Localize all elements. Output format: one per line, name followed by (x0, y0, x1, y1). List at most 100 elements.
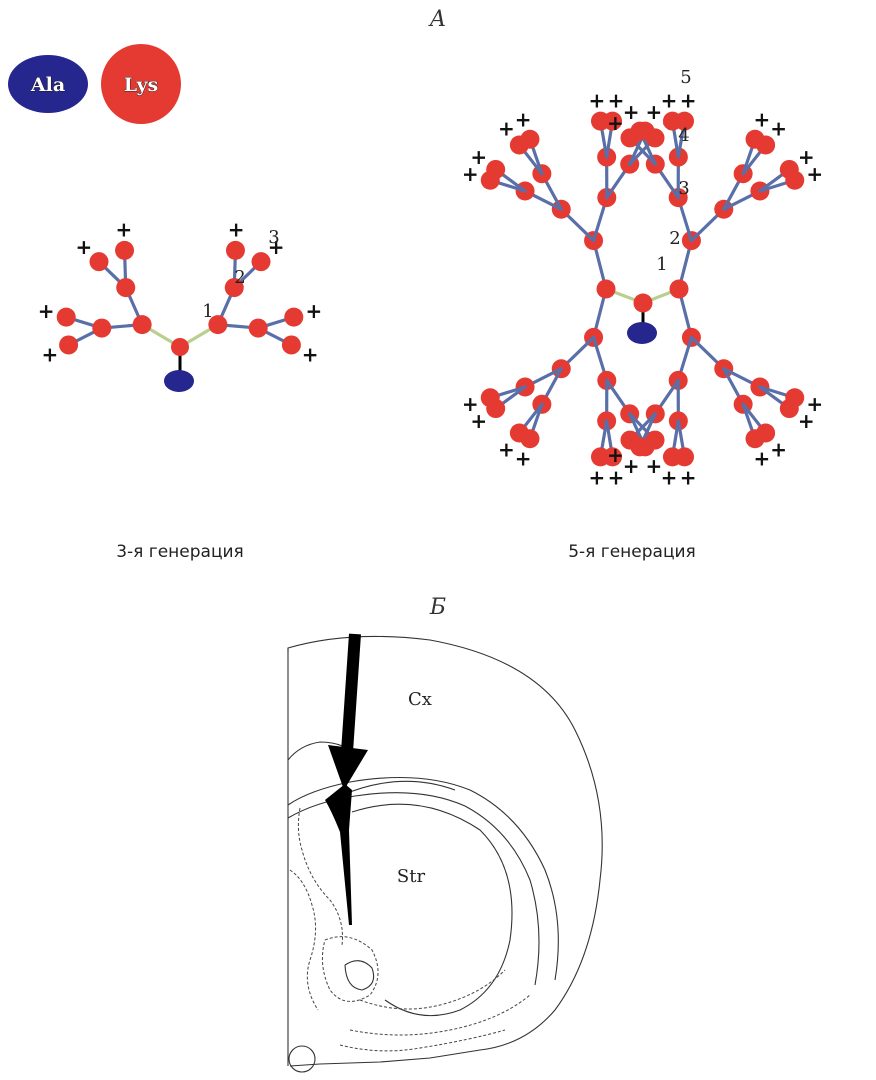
gen5-plus-charge: + (607, 111, 624, 135)
gen3-lys-node (115, 240, 135, 260)
gen3-level-label: 2 (234, 267, 245, 288)
gen3-ala-residue (164, 370, 194, 392)
lower-dashed (339, 1029, 506, 1052)
gen5-plus-charge: + (515, 447, 532, 471)
gen5-plus-charge: + (680, 88, 697, 112)
septum-dashed (289, 869, 319, 1011)
gen3-lys-node (284, 307, 304, 327)
lys-legend-label: Lys (124, 74, 158, 96)
gen5-lys-node (596, 279, 616, 299)
gen5-lys-node (662, 447, 682, 467)
gen5-plus-charge: + (498, 438, 515, 462)
gen5-lys-node (675, 111, 695, 131)
gen3-lys-node (224, 278, 244, 298)
ala-legend-label: Ala (30, 74, 65, 96)
gen5-lys-node (603, 111, 623, 131)
gen5-plus-charge: + (661, 88, 678, 112)
gen5-lys-node (645, 128, 665, 148)
gen5-plus-charge: + (680, 466, 697, 490)
gen5-level-label: 3 (678, 178, 689, 199)
gen3-lys-node (208, 315, 228, 335)
gen3-core-lys (171, 338, 189, 356)
gen5-plus-charge: + (607, 443, 624, 467)
corpus-callosum-upper (287, 777, 559, 981)
gen3-caption: 3-я генерация (116, 542, 244, 562)
gen5-lys-node (590, 447, 610, 467)
needle-track (325, 784, 352, 925)
gen3-lys-node (89, 252, 109, 272)
gen3-plus-charge: + (302, 342, 319, 366)
gen5-plus-charge: + (753, 107, 770, 131)
ventricle-dashed (297, 807, 343, 946)
gen5-plus-charge: + (462, 162, 479, 186)
gen3-plus-charge: + (41, 342, 58, 366)
lys-legend-circle (101, 44, 181, 124)
legend: Ala Lys (8, 44, 181, 124)
gen5-lys-node (480, 388, 500, 408)
gen5-lys-node (520, 129, 540, 149)
gen5-plus-charge: + (462, 392, 479, 416)
gen5-plus-charge: + (770, 116, 787, 140)
gen5-plus-charge: + (498, 116, 515, 140)
gen5-plus-charge: + (753, 447, 770, 471)
gen3-level-label: 3 (268, 227, 279, 248)
gen5-plus-charge: + (589, 88, 606, 112)
gen5-plus-charge: + (646, 100, 663, 124)
brain-outer-contour (287, 635, 603, 1067)
gen5-plus-charge: + (798, 409, 815, 433)
gen5-lys-node (509, 423, 529, 443)
gen5-plus-charge: + (589, 466, 606, 490)
external-capsule (339, 780, 456, 797)
gen5-lys-node (756, 135, 776, 155)
gen5-level-label: 1 (656, 254, 667, 275)
gen5-caption: 5-я генерация (568, 542, 696, 562)
gen3-lys-node (248, 318, 268, 338)
gen3-plus-charge: + (115, 217, 132, 241)
gen3-plus-charge: + (38, 299, 55, 323)
gen3-lys-node (59, 335, 79, 355)
gen5-lys-node (630, 121, 650, 141)
gen5-plus-charge: + (623, 454, 640, 478)
gen5-plus-charge: + (608, 88, 625, 112)
striatum-outline (351, 803, 513, 1017)
gen3-level-label: 1 (202, 301, 213, 322)
gen5-lys-node (486, 159, 506, 179)
accumbens-contour (344, 960, 375, 991)
gen3-plus-charge: + (268, 235, 285, 259)
gen5-level-label: 4 (678, 125, 689, 146)
panel-b-letter: Б (429, 595, 446, 620)
injection-arrow-shaft (341, 633, 361, 753)
anterior-commissure-dashed (321, 936, 379, 1002)
gen5-plus-charge: + (470, 145, 487, 169)
gen3-plus-charge: + (76, 235, 93, 259)
gen3-lys-node (281, 335, 301, 355)
gen5-plus-charge: + (661, 466, 678, 490)
striatum-label: Str (397, 866, 426, 887)
olfactory-dashed (359, 969, 506, 1010)
gen3-lys-node (56, 307, 76, 327)
gen3-lys-node (251, 252, 271, 272)
gen3-lys-node (225, 240, 245, 260)
gen3-lys-node (116, 278, 136, 298)
gen3-plus-charge: + (228, 217, 245, 241)
piriform-dashed (349, 994, 531, 1036)
gen5-ala-residue (627, 322, 657, 344)
gen5-plus-charge: + (623, 100, 640, 124)
gen5-plus-charge: + (806, 392, 823, 416)
gen5-lys-node (785, 170, 805, 190)
injection-arrow-head (328, 745, 368, 790)
gen3-lys-node (132, 315, 152, 335)
gen5-lys-node (620, 430, 640, 450)
gen3-lys-node (92, 318, 112, 338)
gen5-level-label: 2 (669, 228, 680, 249)
gen3-plus-charge: + (305, 299, 322, 323)
olfactory-circle (288, 1045, 316, 1073)
gen5-plus-charge: + (470, 409, 487, 433)
cortex-label: Cx (408, 689, 432, 710)
gen5-level-label: 5 (680, 67, 691, 88)
gen5-lys-node (779, 399, 799, 419)
gen5-plus-charge: + (806, 162, 823, 186)
gen5-plus-charge: + (515, 107, 532, 131)
